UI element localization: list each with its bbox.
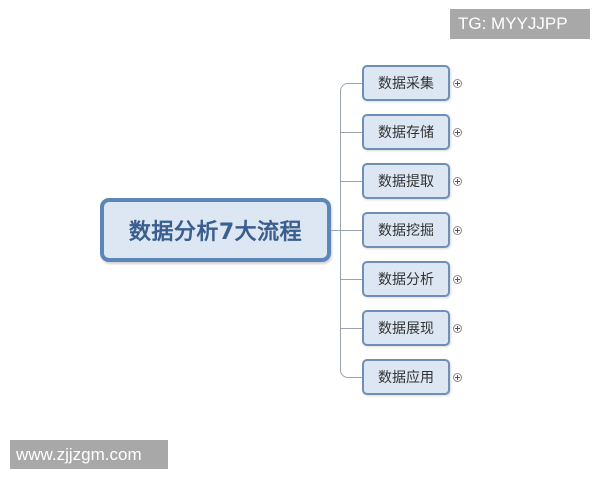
plus-circle-icon[interactable] bbox=[453, 79, 462, 88]
connector-branch-6 bbox=[341, 328, 362, 329]
child-node-label: 数据分析 bbox=[378, 272, 434, 288]
connector-branch-1 bbox=[340, 83, 362, 93]
watermark-url: www.zjjzgm.com bbox=[10, 440, 168, 469]
plus-circle-icon[interactable] bbox=[453, 373, 462, 382]
child-node-label: 数据应用 bbox=[378, 370, 434, 386]
plus-circle-icon[interactable] bbox=[453, 324, 462, 333]
child-node-data-application[interactable]: 数据应用 bbox=[362, 359, 450, 395]
plus-circle-icon[interactable] bbox=[453, 128, 462, 137]
plus-circle-icon[interactable] bbox=[453, 275, 462, 284]
child-node-label: 数据存储 bbox=[378, 125, 434, 141]
connector-branch-5 bbox=[341, 279, 362, 280]
connector-branch-7 bbox=[340, 368, 362, 378]
child-node-label: 数据采集 bbox=[378, 76, 434, 92]
child-node-data-mining[interactable]: 数据挖掘 bbox=[362, 212, 450, 248]
plus-circle-icon[interactable] bbox=[453, 177, 462, 186]
child-node-label: 数据展现 bbox=[378, 321, 434, 337]
child-node-data-storage[interactable]: 数据存储 bbox=[362, 114, 450, 150]
child-node-data-extraction[interactable]: 数据提取 bbox=[362, 163, 450, 199]
child-node-label: 数据挖掘 bbox=[378, 223, 434, 239]
connector-branch-4 bbox=[341, 230, 362, 231]
child-node-label: 数据提取 bbox=[378, 174, 434, 190]
plus-circle-icon[interactable] bbox=[453, 226, 462, 235]
watermark-tg: TG: MYYJJPP bbox=[450, 9, 590, 39]
connector-root bbox=[331, 230, 341, 231]
connector-branch-2 bbox=[341, 132, 362, 133]
root-node-label: 数据分析7大流程 bbox=[128, 220, 303, 245]
child-node-data-collection[interactable]: 数据采集 bbox=[362, 65, 450, 101]
connector-trunk bbox=[340, 90, 341, 372]
child-node-data-analysis[interactable]: 数据分析 bbox=[362, 261, 450, 297]
root-node[interactable]: 数据分析7大流程 bbox=[100, 198, 331, 262]
child-node-data-presentation[interactable]: 数据展现 bbox=[362, 310, 450, 346]
connector-branch-3 bbox=[341, 181, 362, 182]
